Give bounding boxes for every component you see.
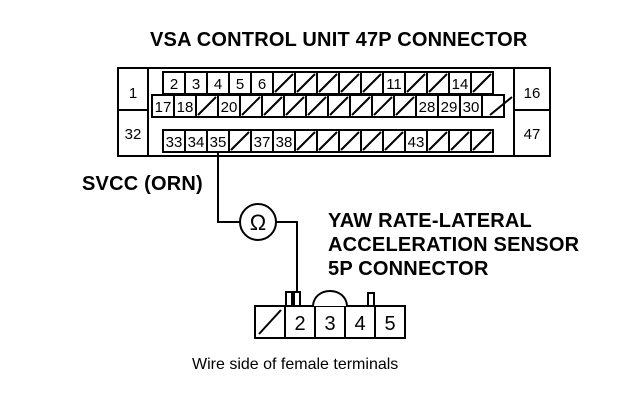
vsa-connector-title: VSA CONTROL UNIT 47P CONNECTOR: [150, 29, 528, 51]
pin-label: 43: [408, 134, 425, 151]
wire-label: SVCC (ORN): [82, 173, 203, 195]
pin-label: 5: [236, 76, 244, 93]
sensor-title-line: ACCELERATION SENSOR: [328, 234, 580, 256]
wire-svcc-lower: [276, 221, 298, 306]
pin-label: 1: [129, 85, 137, 102]
diagram-caption: Wire side of female terminals: [192, 356, 399, 373]
pin-label: 17: [155, 99, 172, 116]
pin-label: 32: [125, 126, 142, 143]
pin-label: 2: [170, 76, 178, 93]
pin-label: 29: [441, 99, 458, 116]
connector-lock-tab: [312, 290, 348, 307]
sensor-pin-label: 2: [294, 313, 305, 335]
pin-label: 38: [276, 134, 293, 151]
pin-label: 35: [210, 134, 227, 151]
pin-label: 11: [386, 76, 402, 93]
pin-label: 3: [192, 76, 200, 93]
sensor-pin-label: 5: [384, 313, 395, 335]
pin-label: 20: [221, 99, 238, 116]
pin-label: 4: [214, 76, 222, 93]
sensor-pin-label: 4: [354, 313, 365, 335]
pin-label: 18: [177, 99, 194, 116]
pin-label: 14: [452, 76, 469, 93]
pin-label: 6: [258, 76, 266, 93]
sensor-title-line: 5P CONNECTOR: [328, 258, 489, 280]
pin-label: 30: [463, 99, 480, 116]
pin-label: 16: [524, 85, 541, 102]
sensor-title-line: YAW RATE-LATERAL: [328, 210, 532, 232]
pin-label: 33: [166, 134, 183, 151]
sensor-pin-label: 3: [324, 313, 335, 335]
ohm-symbol: Ω: [250, 210, 266, 235]
sensor-title: YAW RATE-LATERAL ACCELERATION SENSOR 5P …: [328, 209, 579, 281]
vsa-connector-body: [117, 67, 551, 157]
pin-label: 47: [524, 126, 541, 143]
wire-svcc-upper: [217, 152, 240, 223]
pin-label: 28: [419, 99, 436, 116]
pin-label: 37: [254, 134, 271, 151]
pin-label: 34: [188, 134, 205, 151]
